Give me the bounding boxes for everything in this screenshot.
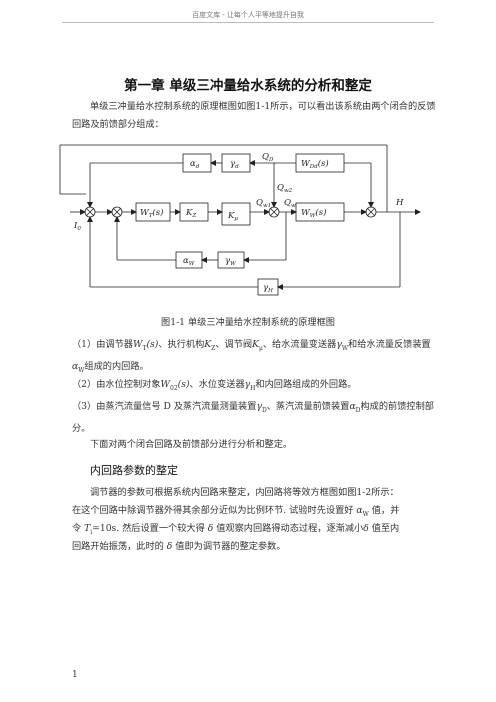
gamma-w-label: γW xyxy=(225,256,237,267)
tuning-paragraph-1: 调节器的参数可根据系统内回路来整定，内回路将等效方框图如图1-2所示： xyxy=(90,487,399,498)
tuning-paragraph-3: 令 Ti=10s. 然后设置一个较大得 δ 值观察内回路得动态过程，逐渐减小δ … xyxy=(72,523,400,536)
intro-paragraph: 单级三冲量给水控制系统的原理框图如图1-1所示，可以看出该系统由两个闭合的反馈回… xyxy=(72,101,436,130)
qw2-label: Qw2 xyxy=(277,183,293,194)
qw-label: Qw xyxy=(284,198,296,209)
sum-junction-1 xyxy=(84,206,96,218)
sum-junction-2 xyxy=(111,206,123,218)
gamma-d-label: γd xyxy=(230,159,239,170)
page-header: 百度文库 - 让每个人平等地提升自我 xyxy=(192,11,304,19)
wd-label: WDd(s) xyxy=(301,158,329,170)
item-3: （3）由蒸汽流量信号 D 及蒸汽流量测量装置γD、蒸汽流量前馈装置αD构成的前馈… xyxy=(72,401,434,434)
header-rule xyxy=(62,22,434,23)
kz-label: KZ xyxy=(185,208,196,219)
wt-label: WT(s) xyxy=(140,207,163,219)
summary-paragraph: 下面对两个闭合回路及前馈部分进行分析和整定。 xyxy=(90,439,293,450)
alpha-d-label: αd xyxy=(190,159,200,170)
chapter-title: 第一章 单级三冲量给水系统的分析和整定 xyxy=(124,78,372,94)
qw1-label: Qw1 xyxy=(256,198,271,209)
figure-caption: 图1-1 单级三冲量给水控制系统的原理框图 xyxy=(161,317,335,328)
i0-label: I0 xyxy=(73,221,81,232)
tuning-paragraph-4: 回路开始振荡，此时的 δ 值即为调节器的整定参数。 xyxy=(72,541,286,552)
ww-label: WW(s) xyxy=(301,207,326,219)
gamma-h-label: γH xyxy=(263,283,273,294)
h-label: H xyxy=(395,198,404,208)
page-number: 1 xyxy=(72,670,78,680)
sum-junction-4 xyxy=(365,206,377,218)
section-title: 内回路参数的整定 xyxy=(90,464,178,477)
item-1: （1）由调节器WT(s)、执行机构KZ、调节阀Kμ、给水流量变送器γW和给水流量… xyxy=(72,339,431,374)
qd-label: QD xyxy=(262,152,274,163)
alpha-w-label: αW xyxy=(183,256,196,267)
item-2: （2）由水位控制对象W02(s)、水位变送器γH和内回路组成的外回路。 xyxy=(72,379,357,392)
tuning-paragraph-2: 在这个回路中除调节器外得其余部分近似为比例环节. 试验时先设置好 αW 值，并 xyxy=(72,505,400,518)
block-diagram: αd γd WDd(s) WT(s) KZ Kμ WW(s) αW γW γH … xyxy=(59,144,421,296)
ku-label: Kμ xyxy=(227,211,238,222)
